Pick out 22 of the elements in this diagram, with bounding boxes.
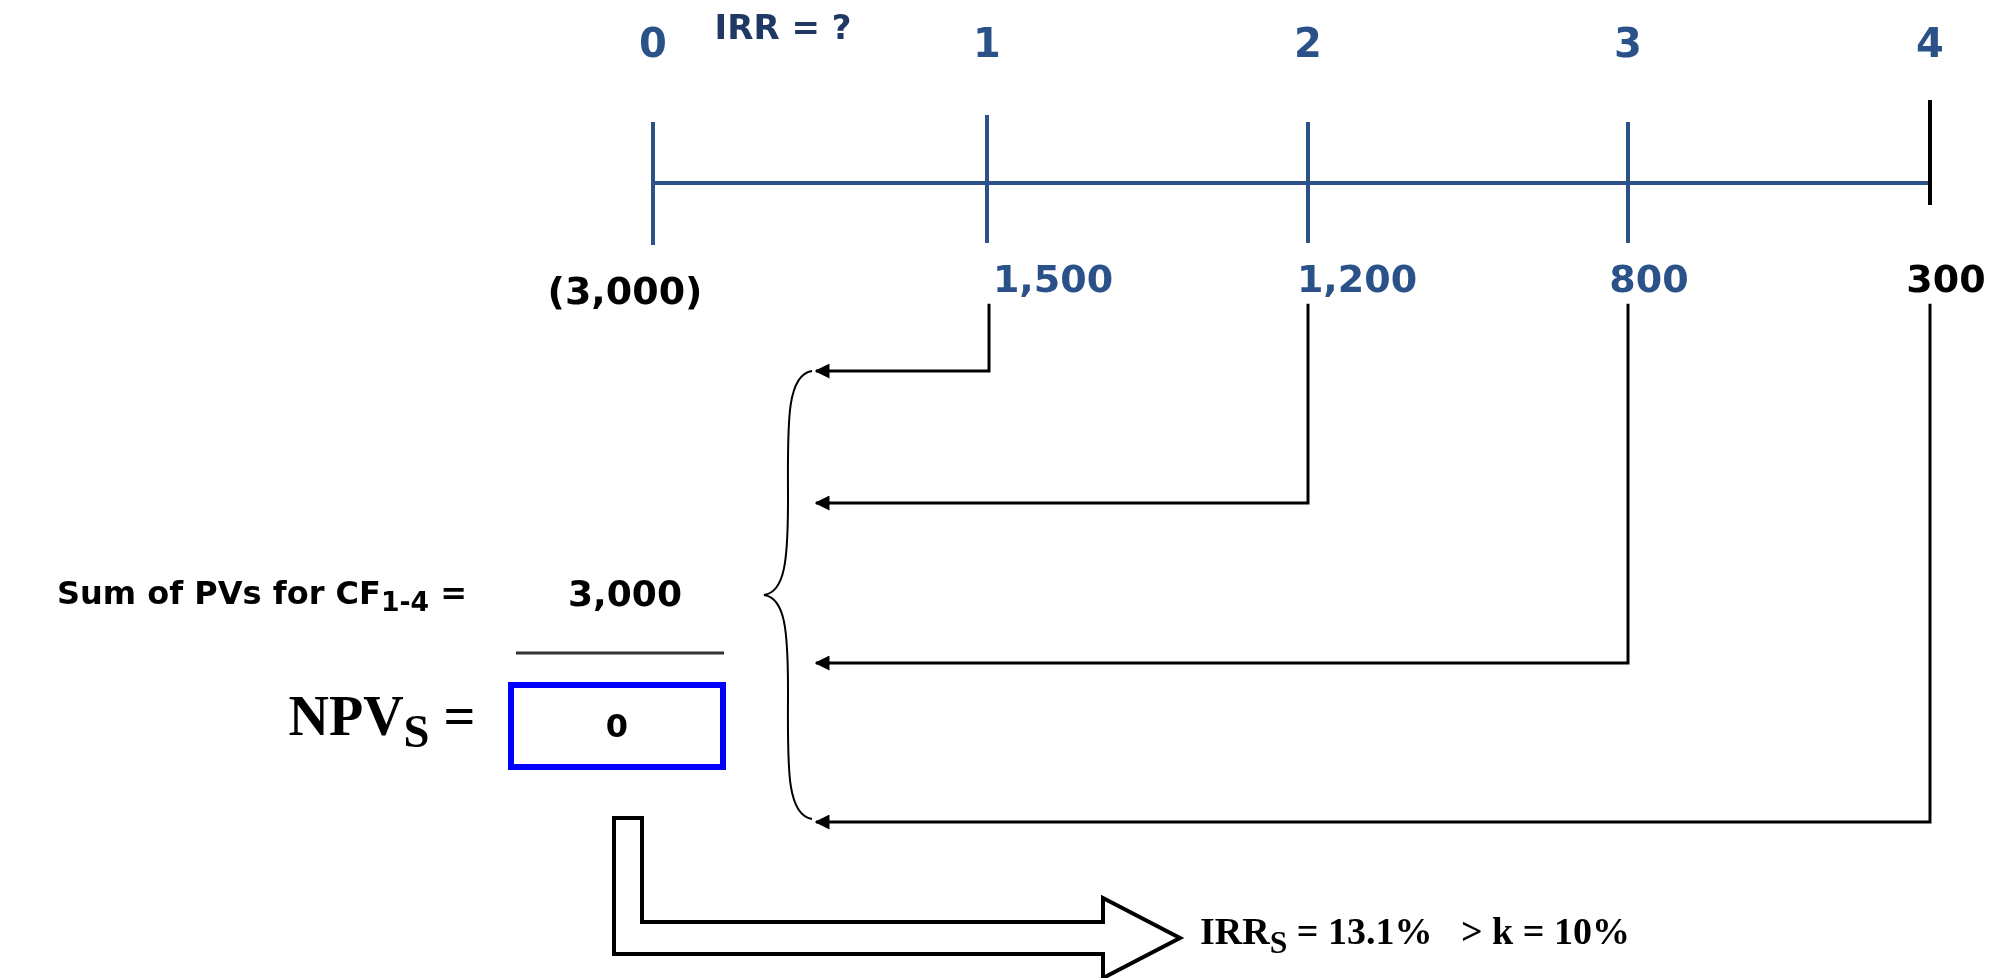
sum-value: 3,000 xyxy=(568,573,682,615)
arrow xyxy=(814,303,1932,830)
block-arrow xyxy=(612,816,1185,978)
arrow xyxy=(814,303,1310,511)
cash-flow-value: 1,500 xyxy=(992,258,1114,302)
period-number: 4 xyxy=(1916,20,1944,66)
cash-flow-value: 800 xyxy=(1609,258,1689,302)
cash-flow-value: 1,200 xyxy=(1296,258,1418,302)
curly-brace xyxy=(763,370,813,820)
npv-value: 0 xyxy=(605,707,629,745)
irr-result: IRR$_{S}$ = 13.1% > k = 10% xyxy=(1200,910,1630,961)
irr-question: IRR = ? xyxy=(714,8,852,48)
period-number: 3 xyxy=(1614,20,1642,66)
npv-label: NPV$_{S}$ = xyxy=(288,684,476,759)
period-number: 0 xyxy=(639,20,667,66)
cash-flow-value: (3,000) xyxy=(547,270,703,314)
cash-flow-value: 300 xyxy=(1906,258,1986,302)
sum-label: Sum of PVs for CF$_{1-4}$ = xyxy=(56,575,468,619)
period-number: 2 xyxy=(1294,20,1322,66)
period-number: 1 xyxy=(973,20,1001,66)
arrow xyxy=(814,303,991,379)
arrow xyxy=(814,303,1630,671)
